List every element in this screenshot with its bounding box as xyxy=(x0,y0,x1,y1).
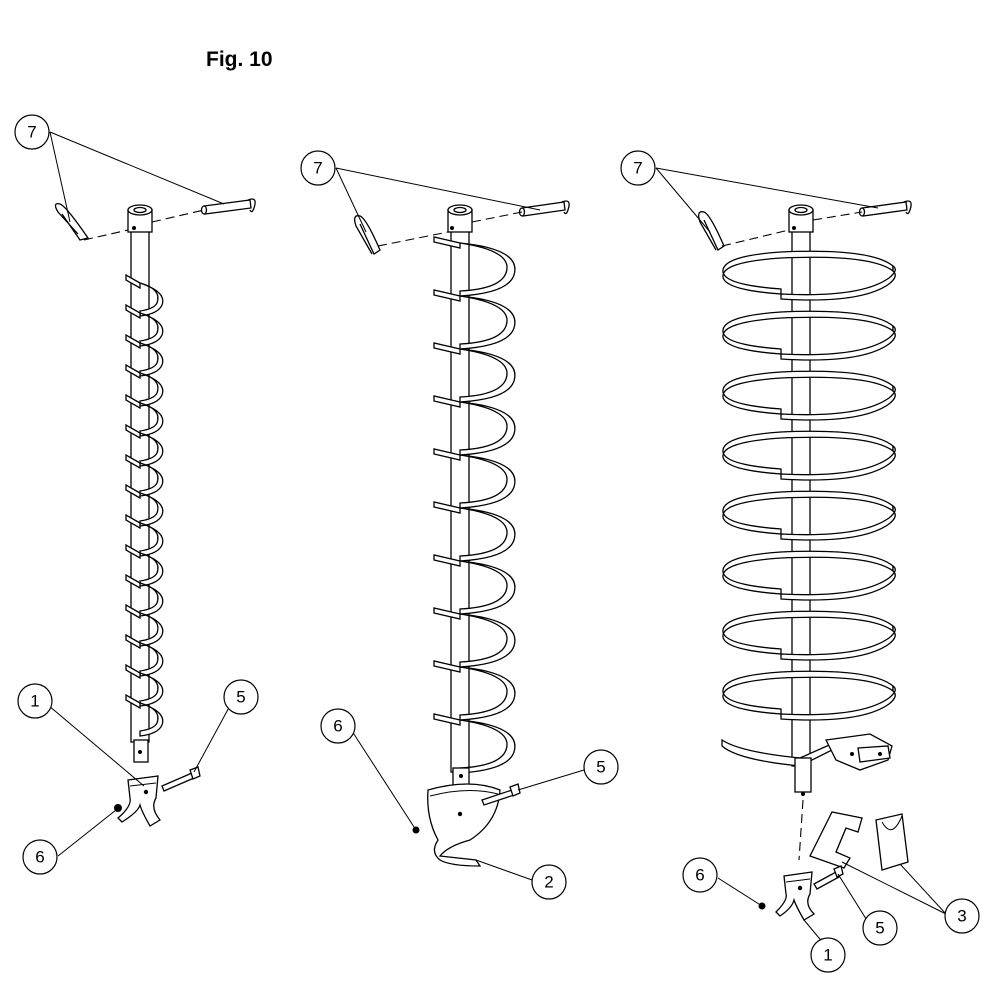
svg-text:7: 7 xyxy=(313,159,322,178)
hitch-pin xyxy=(521,201,566,217)
callout-5-auger-medium: 5 xyxy=(583,749,619,785)
callout-2-auger-medium: 2 xyxy=(531,864,567,900)
svg-text:5: 5 xyxy=(236,688,245,707)
svg-text:6: 6 xyxy=(35,848,44,867)
callout-7-auger-large: 7 xyxy=(620,150,656,186)
callout-3-auger-large: 3 xyxy=(944,898,980,934)
callout-7-auger-small: 7 xyxy=(14,114,50,150)
callout-6-auger-medium: 6 xyxy=(320,708,356,744)
flighting xyxy=(433,236,516,774)
figure-title: Fig. 10 xyxy=(206,48,273,71)
svg-text:7: 7 xyxy=(633,159,642,178)
callout-7-auger-medium: 7 xyxy=(300,150,336,186)
hairpin-clip xyxy=(54,203,90,241)
bolt xyxy=(813,871,840,890)
svg-text:6: 6 xyxy=(333,717,342,736)
svg-text:7: 7 xyxy=(27,123,36,142)
auger-large xyxy=(655,167,947,945)
callout-6-auger-large: 6 xyxy=(682,857,718,893)
svg-text:2: 2 xyxy=(544,873,553,892)
auger-medium xyxy=(335,167,585,881)
loose-tooth xyxy=(875,813,909,871)
hairpin-clip xyxy=(698,211,725,251)
svg-text:5: 5 xyxy=(596,758,605,777)
hitch-pin xyxy=(861,201,908,217)
auger-small xyxy=(41,131,256,857)
callout-6-auger-small: 6 xyxy=(22,839,58,875)
callout-5-auger-small: 5 xyxy=(223,679,259,715)
svg-text:3: 3 xyxy=(957,907,966,926)
auger-shaft xyxy=(450,225,470,773)
hairpin-clip xyxy=(354,215,381,255)
fishtail-point xyxy=(117,775,161,827)
svg-text:1: 1 xyxy=(30,692,39,711)
loose-tooth xyxy=(809,811,863,869)
svg-text:1: 1 xyxy=(823,946,832,965)
hitch-pin xyxy=(203,199,252,215)
svg-text:6: 6 xyxy=(695,866,704,885)
callout-1-auger-small: 1 xyxy=(17,683,53,719)
svg-text:5: 5 xyxy=(875,919,884,938)
bolt xyxy=(161,772,195,792)
callout-5-auger-large: 5 xyxy=(862,910,898,946)
auger-shaft xyxy=(130,225,150,743)
pilot-bit xyxy=(427,783,501,867)
fishtail-point xyxy=(775,871,816,921)
callout-1-auger-large: 1 xyxy=(810,937,846,973)
